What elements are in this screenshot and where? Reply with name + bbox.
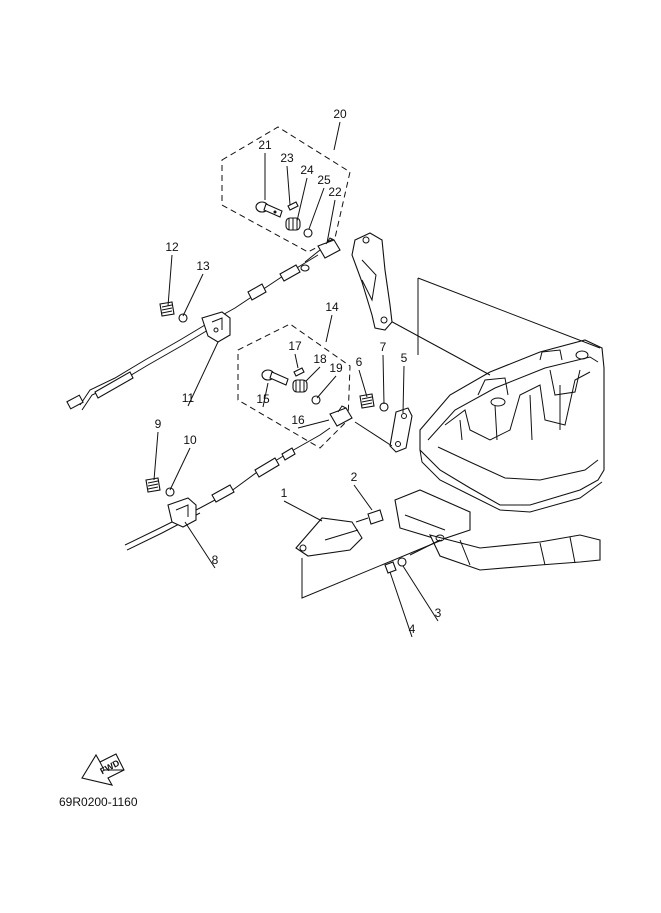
- diagram-code: 69R0200-1160: [59, 795, 138, 809]
- part-19-washer: [311, 395, 321, 405]
- leader-16-5: [354, 421, 393, 447]
- part-25-washer: [303, 228, 313, 238]
- part-16-joint: [329, 405, 353, 427]
- callout-leader-c10: [169, 447, 191, 491]
- callout-label-c4: 4: [409, 622, 416, 636]
- callout-labels: 1234567891011121314151617181920212223242…: [153, 107, 442, 638]
- callout-label-c11: 11: [182, 391, 195, 405]
- callout-label-c21: 21: [258, 138, 272, 152]
- callout-label-c16: 16: [291, 413, 305, 427]
- callout-label-c6: 6: [356, 355, 363, 369]
- callout-label-c19: 19: [329, 361, 343, 375]
- upper-cable: [66, 249, 321, 411]
- part-9-bolt: [145, 477, 161, 493]
- part-3-washer: [397, 557, 407, 567]
- callout-leader-c11: [187, 341, 219, 407]
- upper-link-bracket: [351, 232, 393, 331]
- callout-leader-c23: [286, 165, 291, 206]
- callout-label-c2: 2: [351, 470, 358, 484]
- callout-leader-c12: [167, 254, 173, 307]
- group-20-outline: [221, 126, 351, 253]
- part-23-pin: [287, 201, 299, 211]
- part-11-bracket: [201, 311, 231, 343]
- part-10-washer: [165, 487, 175, 497]
- callout-label-c17: 17: [288, 339, 302, 353]
- callout-label-c15: 15: [256, 392, 270, 406]
- callout-label-c8: 8: [212, 553, 219, 567]
- lower-steering-arm: [394, 489, 601, 571]
- lower-cable: [124, 427, 331, 551]
- callout-leader-c4: [389, 571, 413, 638]
- part-2-bolt: [355, 509, 384, 525]
- callout-label-c3: 3: [435, 606, 442, 620]
- callout-leader-c20: [333, 121, 341, 151]
- callout-leader-c6: [358, 369, 368, 398]
- part-13-washer: [178, 313, 188, 323]
- callout-leader-c3: [402, 565, 439, 622]
- callout-leader-c5: [402, 365, 405, 414]
- callout-label-c10: 10: [183, 433, 197, 447]
- part-4-nut: [384, 561, 397, 574]
- callout-leader-c16: [297, 419, 330, 429]
- callout-label-c22: 22: [328, 185, 342, 199]
- part-8-bracket: [167, 497, 197, 528]
- leader-to-cowling: [417, 277, 601, 349]
- leader-to-cowling: [384, 317, 491, 376]
- callout-leader-c1: [283, 500, 323, 522]
- group-1-leader: [301, 539, 443, 599]
- callout-leader-c24: [296, 177, 308, 222]
- part-18-spring: [292, 379, 308, 393]
- part-17-pin: [293, 367, 305, 377]
- callout-leader-c14: [325, 314, 333, 343]
- callout-label-c1: 1: [281, 486, 288, 500]
- part-5-link: [389, 407, 413, 453]
- part-7-washer: [379, 402, 389, 412]
- callout-leader-c7: [382, 354, 385, 405]
- callout-label-c18: 18: [313, 352, 327, 366]
- callout-label-c14: 14: [325, 300, 339, 314]
- callout-leader-c22: [326, 199, 336, 244]
- callout-label-c23: 23: [280, 151, 294, 165]
- callout-label-c9: 9: [155, 417, 162, 431]
- callout-label-c24: 24: [300, 163, 314, 177]
- callout-leader-c8: [184, 521, 216, 569]
- callout-leader-c18: [305, 366, 321, 382]
- group-1-leader: [409, 539, 441, 556]
- callout-label-c13: 13: [196, 259, 210, 273]
- callout-leader-c17: [294, 353, 299, 369]
- callout-label-c5: 5: [401, 351, 408, 365]
- part-1-plate: [295, 517, 363, 557]
- part-21-bolt: [255, 201, 283, 218]
- callout-leader-c13: [182, 273, 204, 317]
- bottom-cowling: [419, 339, 605, 513]
- part-12-bolt: [159, 301, 175, 317]
- callout-leader-c2: [353, 484, 373, 511]
- callout-label-c12: 12: [165, 240, 179, 254]
- callout-label-c20: 20: [333, 107, 347, 121]
- callout-label-c25: 25: [317, 173, 331, 187]
- callout-leader-c25: [308, 187, 325, 230]
- callout-label-c7: 7: [380, 340, 387, 354]
- callout-leader-c19: [316, 375, 337, 399]
- fwd-arrow-icon: FWD: [81, 753, 125, 786]
- part-24-spring: [285, 217, 301, 231]
- callout-leader-c9: [153, 431, 159, 481]
- callout-leader-c15: [262, 382, 269, 408]
- part-15-bolt: [261, 369, 289, 386]
- part-6-bolt: [359, 393, 375, 409]
